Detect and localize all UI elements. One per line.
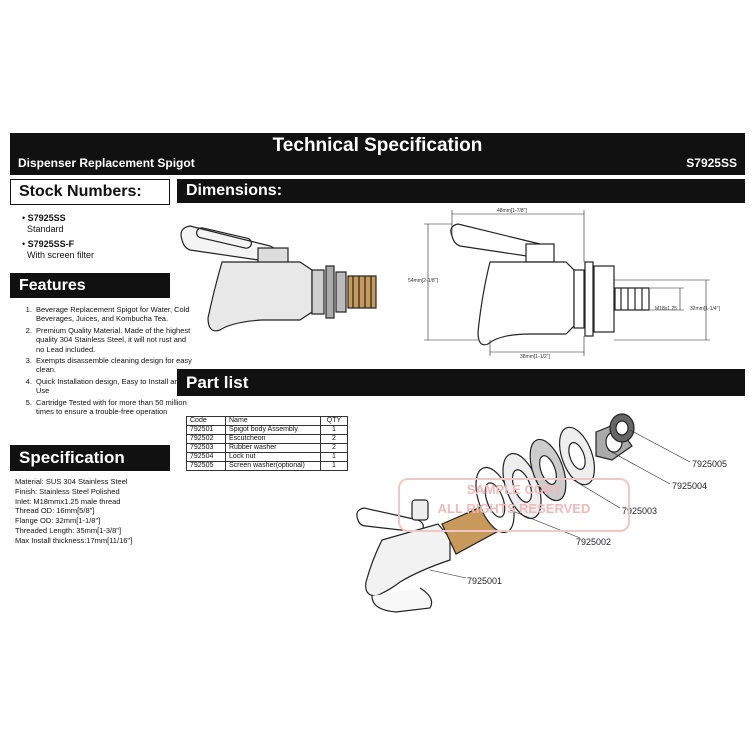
dimensions-heading: Dimensions: <box>177 179 745 203</box>
specification-heading: Specification <box>10 445 170 471</box>
features-heading: Features <box>10 273 170 298</box>
spigot-side-view <box>180 225 377 332</box>
watermark-line: ALL RIGHTS RESERVED <box>437 501 591 516</box>
list-item: Exempts disassemble cleaning design for … <box>34 356 194 375</box>
callout-label: 7925002 <box>576 537 612 547</box>
callout-label: 7925005 <box>692 459 728 469</box>
stock-code: S7925SS-F <box>27 239 75 249</box>
dimension-label: 32mm[1-1/4"] <box>690 306 720 312</box>
stock-desc: Standard <box>27 224 64 234</box>
list-item: Quick Installation design, Easy to Insta… <box>34 377 194 396</box>
spec-line: Flange OD: 32mm[1-1/8"] <box>15 516 101 526</box>
watermark-line: SAMPLE COPY <box>466 482 562 497</box>
spec-line: Material: SUS 304 Stainless Steel <box>15 477 128 486</box>
list-item: Cartridge Tested with for more than 50 m… <box>34 398 194 417</box>
parts-table: Code Name QTY 792501 Spigot body Assembl… <box>186 416 348 471</box>
watermark: SAMPLE COPY ALL RIGHTS RESERVED <box>398 478 630 532</box>
page-title: Technical Specification <box>272 135 483 156</box>
list-item: Premium Quality Material. Made of the hi… <box>34 326 194 354</box>
features-list: Beverage Replacement Spigot for Water, C… <box>10 305 194 418</box>
dimension-label: 48mm[1-7/8"] <box>497 208 527 214</box>
table-row: 792505 Screen washer(optional) 1 <box>186 461 348 471</box>
stock-item: • S7925SS-F With screen filter <box>22 239 95 260</box>
specification-list: Material: SUS 304 Stainless Steel Finish… <box>15 477 175 546</box>
spec-line: Max Install thickness:17mm[11/16"] <box>15 535 133 545</box>
spec-line: Finish: Stainless Steel Polished <box>15 486 120 496</box>
stock-item: • S7925SS Standard <box>22 213 66 234</box>
callout-label: 7925004 <box>672 481 708 491</box>
partlist-heading: Part list <box>177 369 745 396</box>
spigot-dimension-drawing <box>450 223 650 346</box>
callout-label: 7925003 <box>622 506 658 516</box>
cell-qty: 1 <box>320 461 348 471</box>
spec-line: Thread OD: 16mm[5/8"] <box>15 506 95 516</box>
spec-sheet: Technical Specification Dispenser Replac… <box>10 133 745 673</box>
stock-desc: With screen filter <box>27 250 95 260</box>
callout-leaders <box>429 429 691 579</box>
spec-line: Threaded Length: 35mm[1-3/8"] <box>15 525 122 535</box>
product-name: Dispenser Replacement Spigot <box>18 156 195 170</box>
dimension-label: M18x1.25 <box>655 306 677 312</box>
stock-numbers-heading: Stock Numbers: <box>10 179 170 205</box>
model-number: S7925SS <box>686 156 737 170</box>
title-bar: Technical Specification Dispenser Replac… <box>10 133 745 175</box>
list-item: Beverage Replacement Spigot for Water, C… <box>34 305 194 324</box>
dimension-label: 38mm[1-1/2"] <box>520 354 550 360</box>
stock-code: S7925SS <box>27 213 66 223</box>
spec-line: Inlet: M18mmx1.25 male thread <box>15 496 121 506</box>
dimension-lines <box>424 210 710 356</box>
callout-label: 7925001 <box>467 576 503 586</box>
dimension-label: 54mm[2-1/8"] <box>408 278 438 284</box>
